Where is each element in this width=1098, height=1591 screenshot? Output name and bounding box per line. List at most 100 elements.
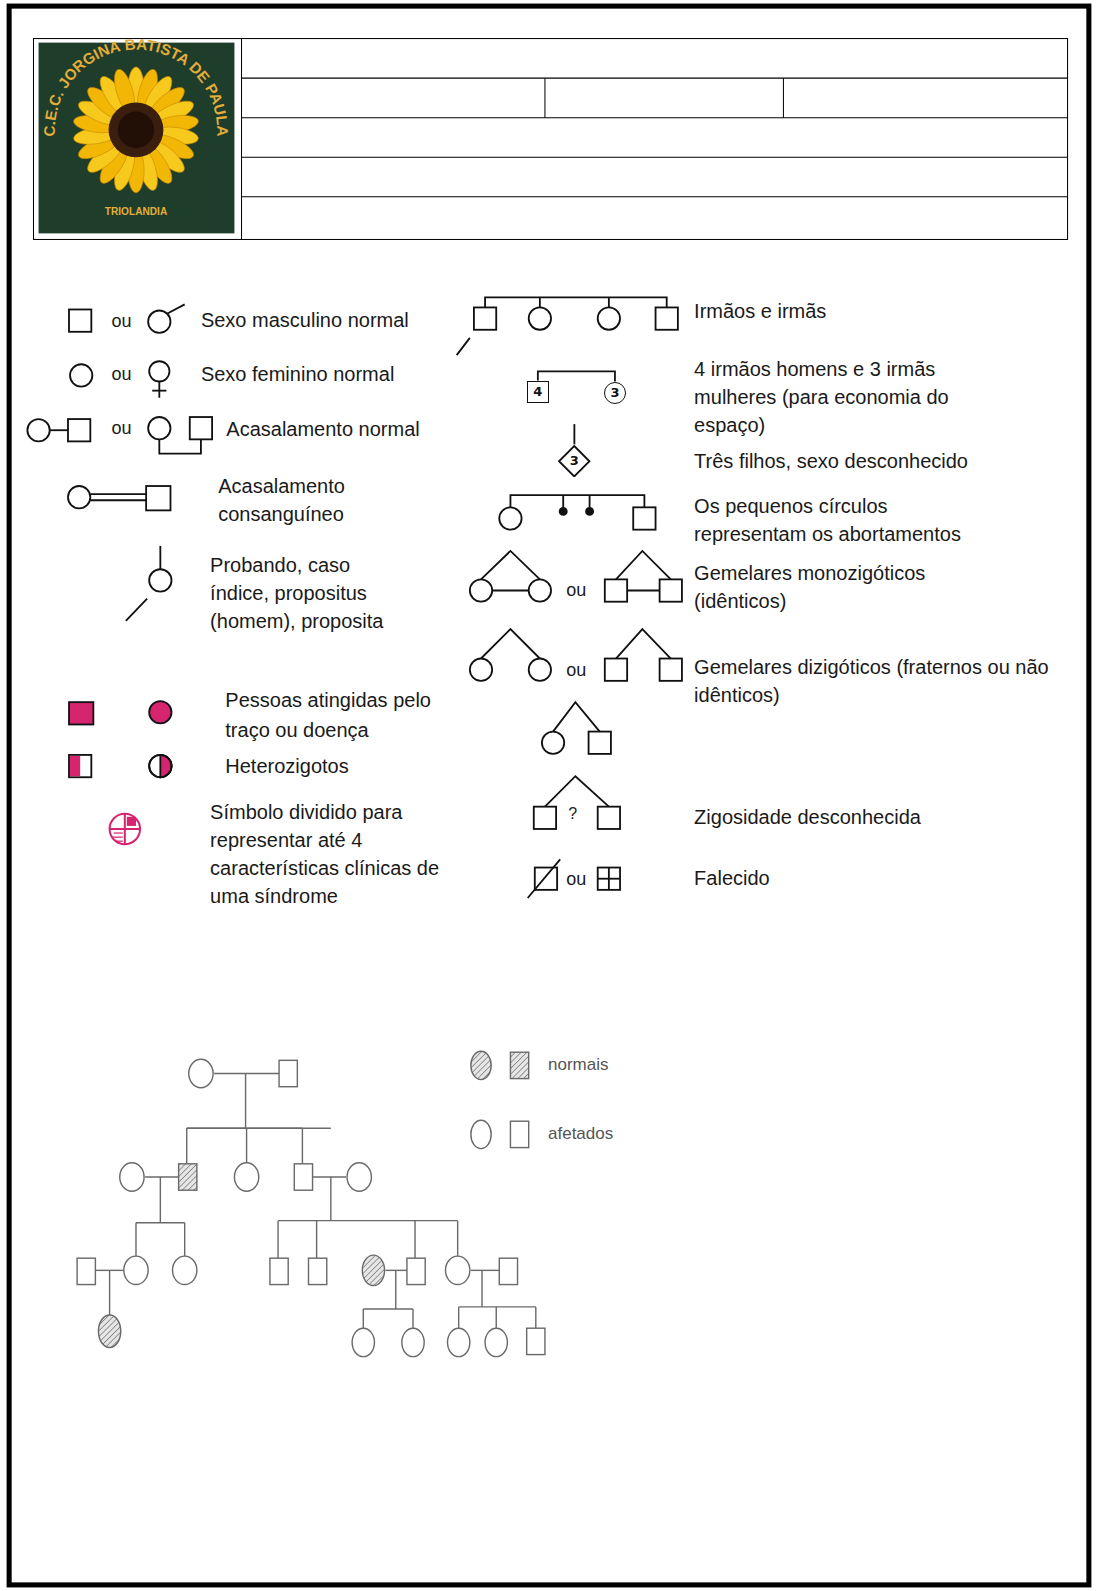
pedigree-chart bbox=[499, 1258, 517, 1284]
pedigree-symbols bbox=[68, 486, 90, 508]
sunflower-petal bbox=[149, 96, 196, 129]
pedigree-legend-samples bbox=[471, 1120, 491, 1148]
sunflower-core bbox=[118, 112, 155, 149]
sunflower-petals bbox=[73, 67, 200, 193]
pedigree-chart bbox=[145, 1176, 178, 1177]
pedigree-symbols bbox=[69, 702, 93, 724]
pedigree-symbols bbox=[534, 807, 556, 829]
sunflower-petal bbox=[133, 145, 161, 192]
sunflower-petal bbox=[95, 73, 133, 119]
pedigree-chart bbox=[302, 1128, 303, 1164]
count-diamond: 3 bbox=[558, 445, 590, 477]
pedigree-chart bbox=[330, 1177, 331, 1221]
pedigree-symbols bbox=[152, 390, 166, 392]
pedigree-symbols bbox=[146, 486, 170, 510]
pedigree-symbols bbox=[627, 590, 659, 592]
sunflower-petal bbox=[149, 130, 196, 163]
pedigree-legend-samples bbox=[510, 1121, 528, 1147]
header-table bbox=[33, 39, 1067, 240]
pedigree-chart bbox=[124, 1256, 148, 1284]
pedigree-symbols bbox=[114, 832, 123, 833]
pedigree-symbols bbox=[27, 419, 49, 441]
pedigree-chart bbox=[412, 1309, 413, 1328]
pedigree-symbols bbox=[529, 659, 551, 681]
pedigree-symbols bbox=[124, 814, 126, 844]
sunflower-petal bbox=[75, 96, 122, 129]
pedigree-chart bbox=[457, 1221, 458, 1257]
pedigree-symbols bbox=[481, 629, 540, 658]
or-word: ou bbox=[566, 868, 586, 890]
pedigree-chart bbox=[187, 1128, 331, 1129]
header-table bbox=[242, 78, 1068, 79]
pedigree-symbols bbox=[598, 307, 620, 329]
pedigree-chart bbox=[135, 1223, 136, 1256]
pedigree-symbols bbox=[110, 814, 140, 844]
pedigree-symbols bbox=[528, 859, 560, 898]
pedigree-symbols bbox=[660, 579, 682, 601]
pedigree-symbols bbox=[148, 310, 170, 332]
pedigree-chart bbox=[535, 1307, 536, 1328]
pedigree-chart bbox=[485, 1328, 507, 1356]
pedigree-symbols bbox=[510, 495, 644, 507]
pedigree-chart bbox=[160, 1177, 161, 1223]
header-table bbox=[783, 78, 784, 118]
pedigree-chart bbox=[77, 1059, 545, 1356]
diamond-outline bbox=[559, 446, 589, 476]
sunflower-petal bbox=[83, 83, 127, 125]
pedigree-chart bbox=[270, 1258, 288, 1284]
logo-ring-text: C.E.C. JORGINA BATISTA DE PAULA bbox=[41, 35, 231, 136]
pedigree-symbols bbox=[167, 304, 184, 313]
sunflower-petal bbox=[144, 136, 188, 178]
or-word: ou bbox=[112, 417, 132, 439]
sunflower-petal bbox=[128, 67, 144, 112]
symbol-caption: Probando, caso índice, propositus (homem… bbox=[210, 551, 401, 635]
header-table bbox=[242, 196, 1068, 197]
pedigree-chart bbox=[136, 1222, 185, 1223]
pedigree-symbols bbox=[113, 836, 123, 837]
pedigree-chart bbox=[234, 1163, 258, 1191]
pedigree-symbols bbox=[553, 702, 600, 731]
symbol-caption: Acasalamento consanguíneo bbox=[218, 472, 370, 528]
count-square: 4 bbox=[527, 381, 549, 403]
sunflower-petal bbox=[75, 130, 122, 163]
pedigree-symbols bbox=[70, 364, 92, 386]
symbol-caption: Falecido bbox=[694, 866, 770, 890]
or-word: ou bbox=[112, 310, 132, 332]
pedigree-symbols bbox=[160, 755, 171, 777]
pedigree-symbols bbox=[90, 493, 146, 495]
pedigree-symbols bbox=[485, 297, 667, 307]
pedigree-symbols bbox=[68, 419, 90, 441]
pedigree-symbols bbox=[149, 569, 171, 591]
pedigree-chart bbox=[414, 1221, 415, 1259]
pedigree-chart bbox=[445, 1256, 469, 1284]
pedigree-chart bbox=[459, 1306, 536, 1307]
header-table bbox=[241, 39, 242, 240]
pedigree-symbols bbox=[90, 499, 146, 501]
pedigree-chart bbox=[186, 1128, 187, 1164]
pedigree-symbols bbox=[598, 868, 620, 890]
pedigree-chart bbox=[308, 1258, 326, 1284]
pedigree-chart bbox=[294, 1164, 312, 1190]
pedigree-symbols bbox=[616, 551, 671, 579]
pedigree-chart bbox=[120, 1163, 144, 1191]
pedigree-chart bbox=[278, 1220, 458, 1221]
symbol-caption: Zigosidade desconhecida bbox=[694, 805, 921, 829]
sunflower-center bbox=[109, 102, 164, 157]
pedigree-chart bbox=[189, 1059, 213, 1087]
pedigree-symbols bbox=[598, 878, 620, 880]
symbol-caption: Heterozigotos bbox=[225, 754, 348, 778]
symbol-caption: Gemelares monozigóticos (idênticos) bbox=[694, 559, 978, 615]
pedigree-symbols bbox=[586, 508, 593, 515]
pedigree-symbols bbox=[529, 307, 551, 329]
pedigree-chart bbox=[316, 1221, 317, 1259]
pedigree-chart bbox=[277, 1221, 278, 1259]
pedigree-legend-samples bbox=[471, 1051, 491, 1079]
pedigree-symbols bbox=[159, 546, 161, 569]
pedigree-symbols bbox=[149, 701, 171, 723]
pedigree-chart bbox=[214, 1073, 279, 1074]
pedigree-chart bbox=[458, 1307, 459, 1328]
or-word: ou bbox=[566, 659, 586, 681]
pedigree-chart bbox=[363, 1308, 413, 1309]
